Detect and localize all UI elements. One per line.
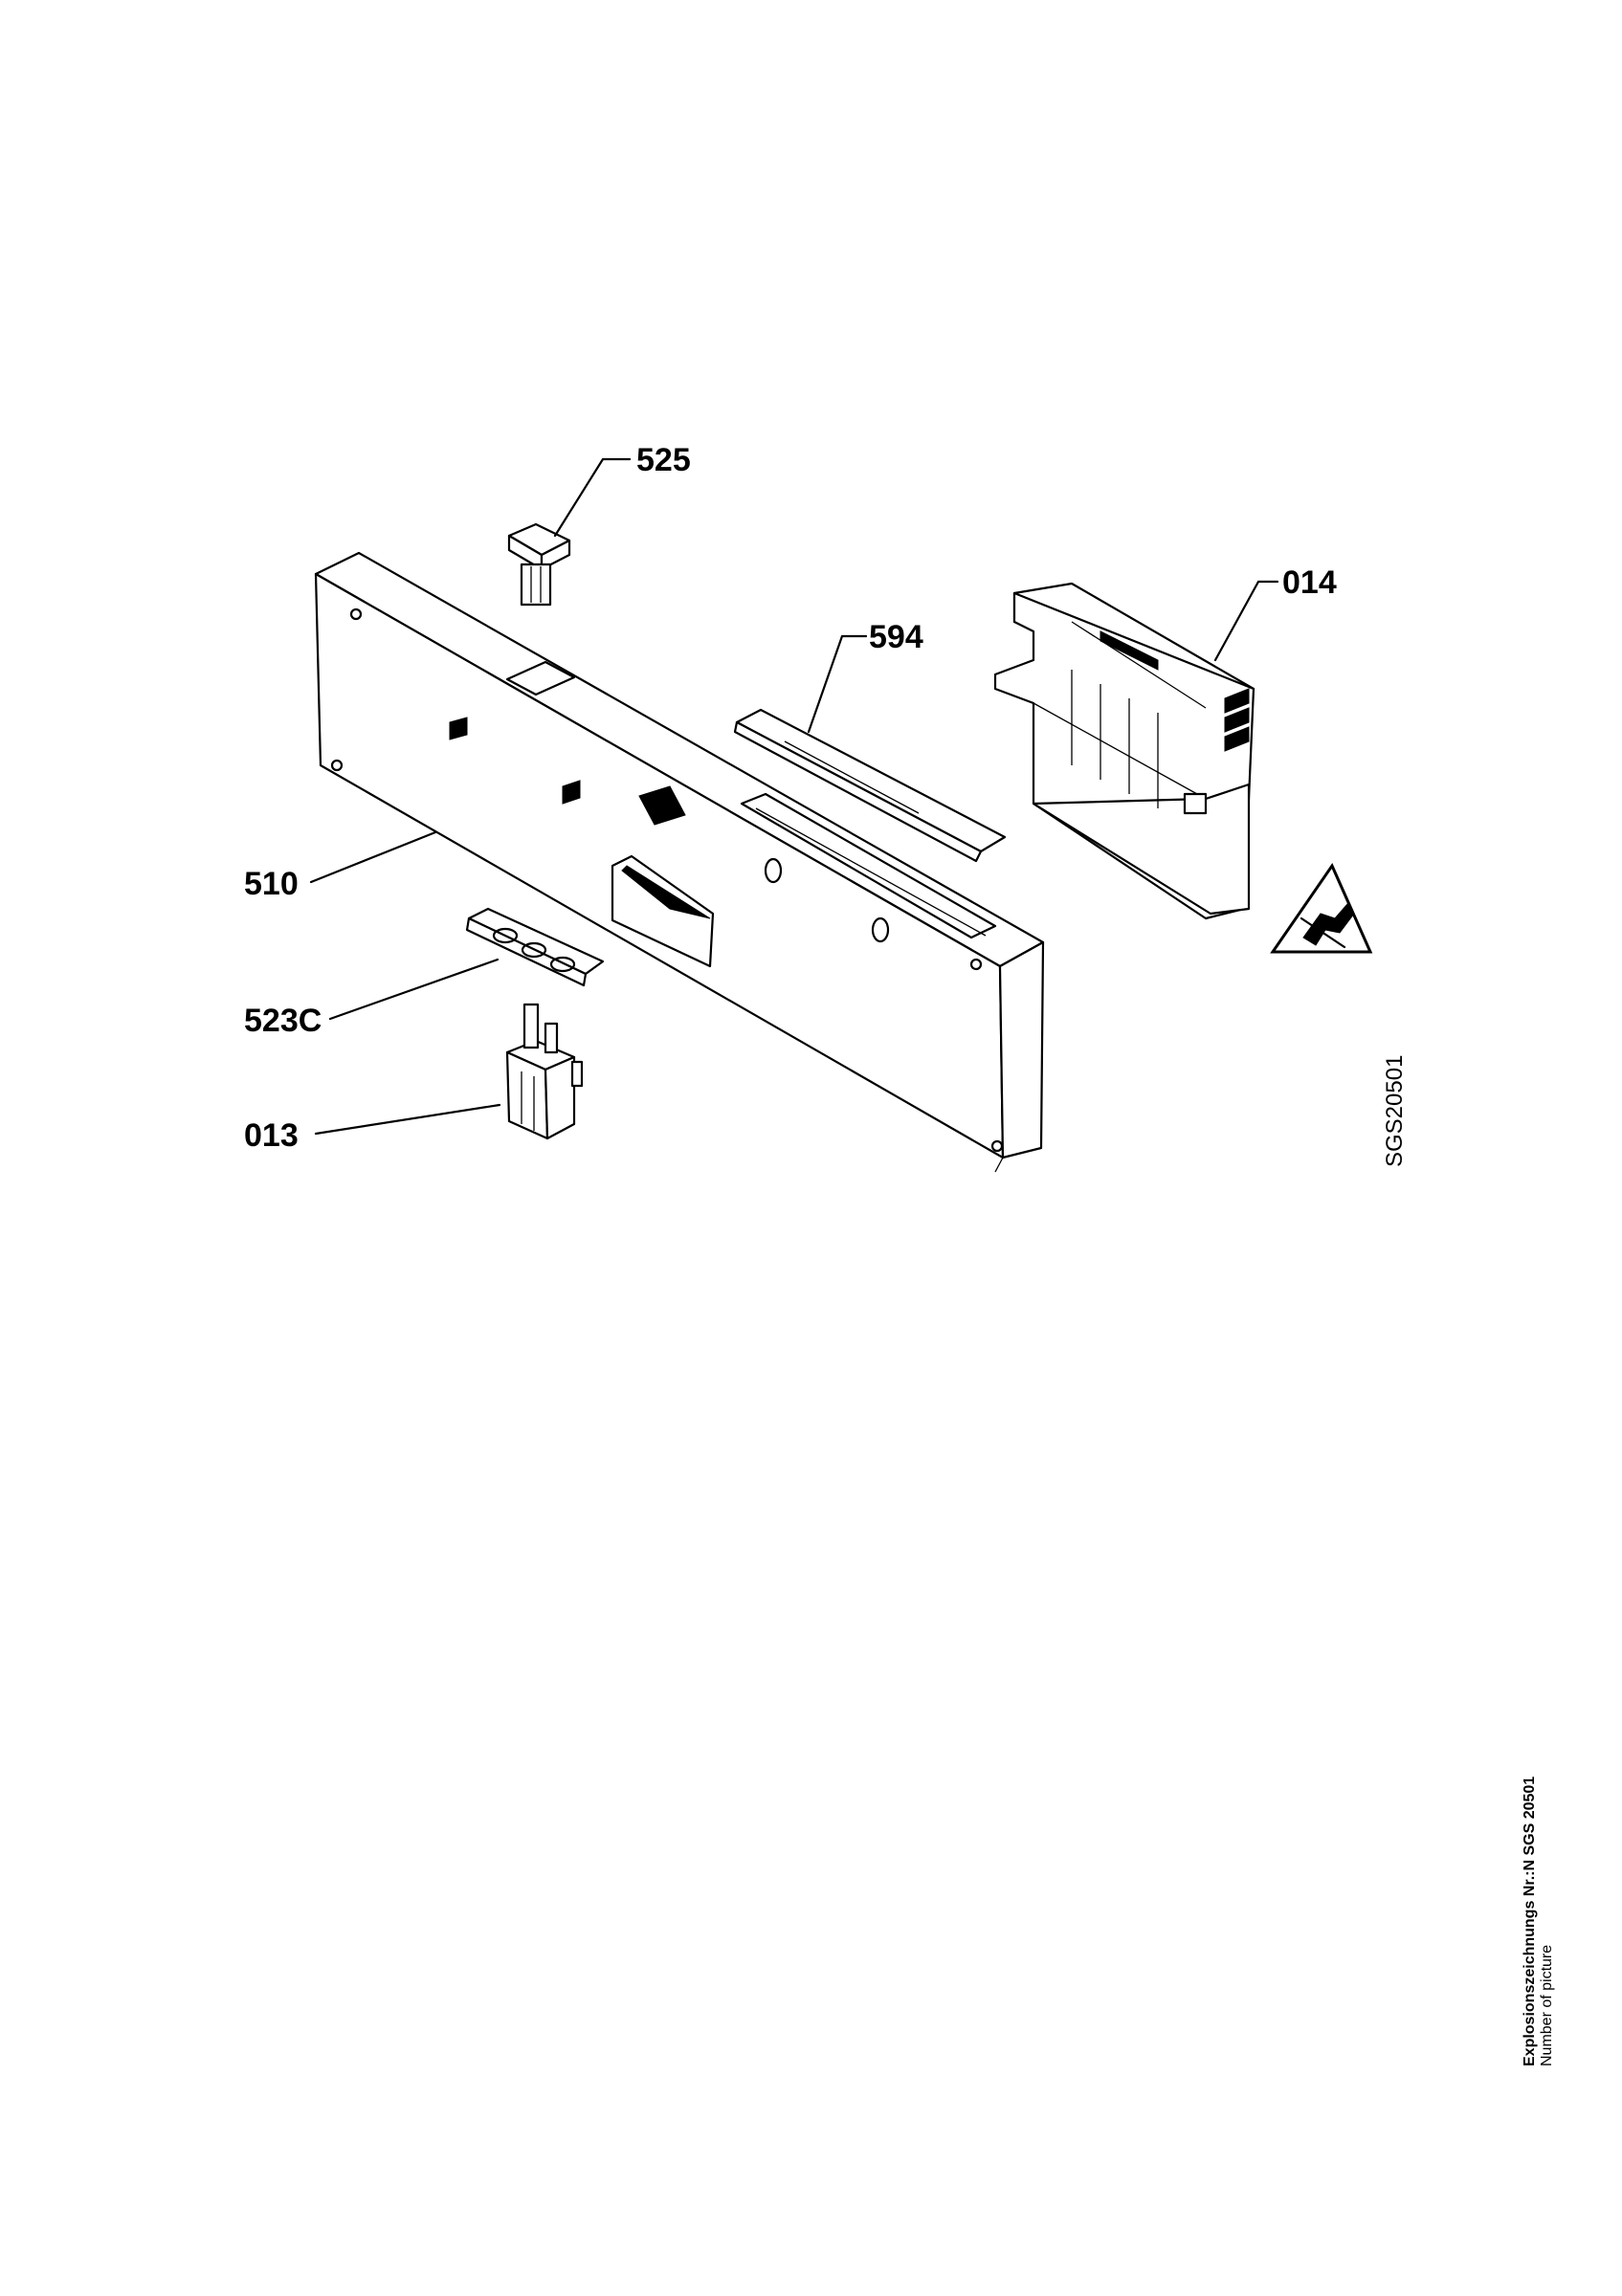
footer-drawing-number: Explosionszeichnungs Nr.:N SGS 20501 (1522, 1776, 1538, 2066)
electronic-module-014 (993, 580, 1279, 920)
drawing-code: SGS20501 (1382, 1055, 1408, 1167)
control-panel-510 (314, 551, 1045, 1173)
label-594: 594 (869, 619, 923, 655)
label-525: 525 (636, 442, 691, 478)
footer-caption: Number of picture (1539, 1944, 1555, 2066)
label-523c: 523C (244, 1003, 322, 1039)
label-013: 013 (244, 1117, 299, 1154)
label-014: 014 (1282, 564, 1337, 601)
leader-510 (309, 830, 437, 884)
cover-strip-594 (733, 634, 1007, 863)
esd-warning-icon (1270, 862, 1373, 954)
switch-013 (314, 1003, 584, 1140)
label-510: 510 (244, 866, 299, 902)
knob-525 (507, 457, 632, 607)
bracket-523c (328, 907, 605, 1021)
footer-picture-number: Explosionszeichnungs Nr.:N SGS 20501 Num… (1522, 1703, 1598, 2066)
